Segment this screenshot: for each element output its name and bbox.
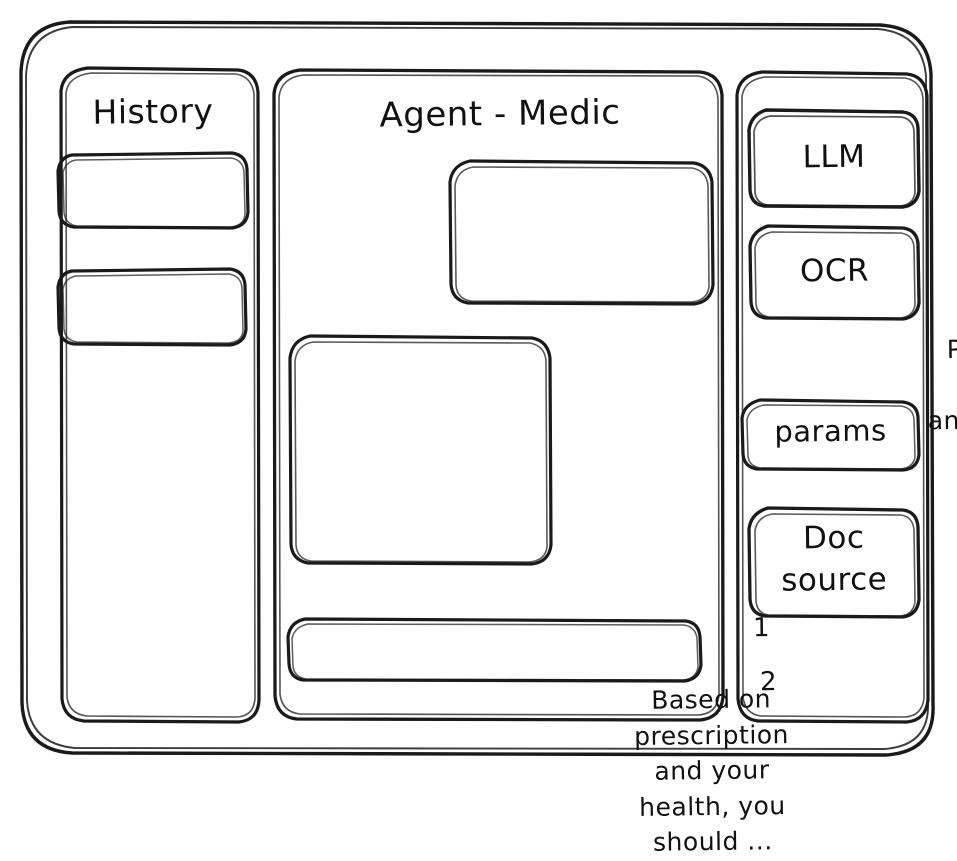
tool-card-params-label: params (774, 413, 887, 449)
wireframe-canvas: History Agent - Medic Pls check the pres… (19, 20, 957, 857)
tool-card-doc-source[interactable]: Doc source (749, 508, 919, 617)
tool-card-llm[interactable]: LLM (749, 110, 919, 207)
history-item-2[interactable] (58, 269, 246, 346)
assistant-message-bubble: Based on prescription and your health, y… (290, 336, 789, 856)
tool-card-params[interactable]: params (742, 400, 919, 470)
doc-source-item-1[interactable]: 1 (752, 613, 771, 644)
history-item-1[interactable] (58, 153, 248, 229)
tool-card-ocr[interactable]: OCR (750, 226, 919, 319)
tool-card-llm-label: LLM (802, 138, 866, 176)
assistant-message-text: Based on prescription and your health, y… (634, 684, 790, 857)
doc-source-item-2[interactable]: 2 (759, 667, 778, 698)
user-message-bubble: Pls check the prescription and recommend (450, 161, 957, 436)
composer-input[interactable] (288, 619, 701, 681)
history-panel-title: History (92, 91, 214, 132)
tool-card-doc-source-label: Doc source (781, 519, 888, 599)
agent-title: Agent - Medic (379, 92, 621, 136)
tool-card-ocr-label: OCR (799, 252, 870, 290)
